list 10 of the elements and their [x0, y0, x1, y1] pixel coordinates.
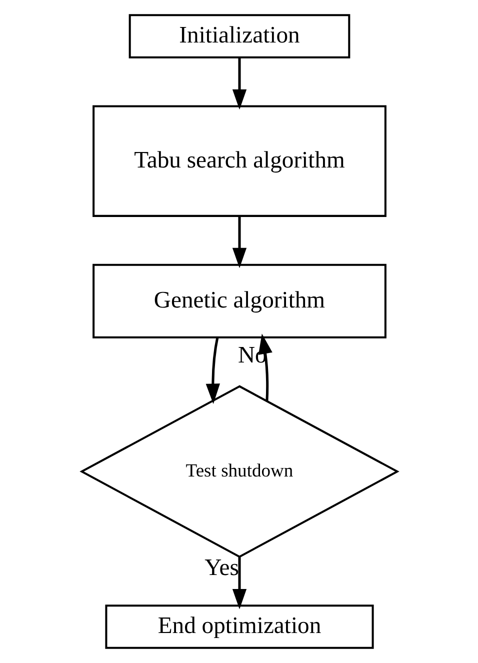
- arrow: [232, 57, 246, 110]
- node-box: Genetic algorithm: [92, 264, 386, 338]
- node-box: Tabu search algorithm: [92, 105, 386, 217]
- arrow: [232, 216, 246, 268]
- arrow: [258, 334, 272, 401]
- arrow: [232, 557, 246, 610]
- node-box: End optimization: [104, 604, 374, 649]
- node-diamond: Test shutdown: [79, 385, 399, 558]
- arrow: [205, 337, 220, 404]
- node-box: Initialization: [128, 14, 350, 58]
